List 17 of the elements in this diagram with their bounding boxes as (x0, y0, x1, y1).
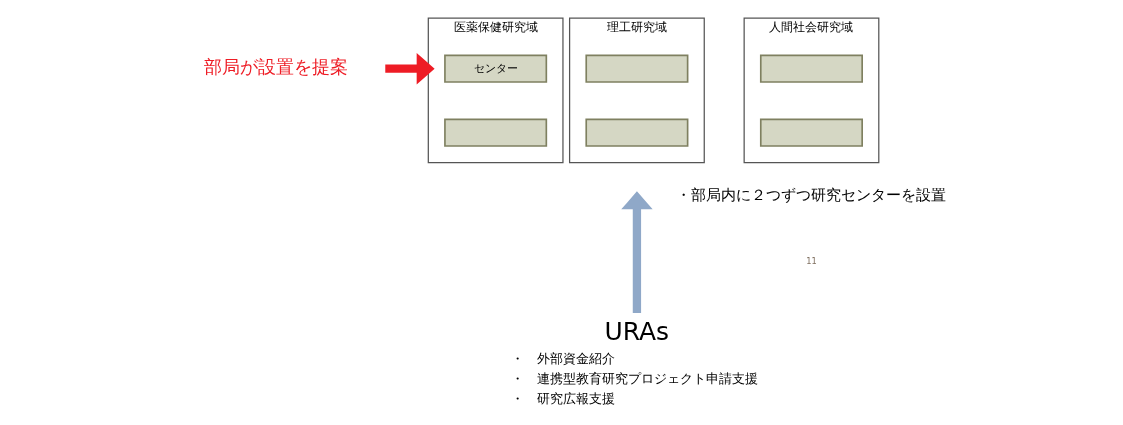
node-label: ・ 外部資金紹介 (510, 351, 615, 367)
node-box (585, 118, 689, 147)
node-text: 部局が設置を提案 (204, 56, 349, 78)
node-label: ・ 研究広報支援 (510, 391, 615, 407)
node-box (759, 118, 863, 147)
arrow (385, 53, 435, 85)
cluster: 理工研究域 (568, 17, 705, 164)
label: 11 (806, 256, 817, 267)
arrow (621, 191, 653, 313)
node-box (444, 118, 548, 147)
cluster: 人間社会研究域 (743, 17, 880, 164)
node-label: ・ 連携型教育研究プロジェクト申請支援 (510, 371, 758, 387)
node-box (759, 54, 863, 83)
node-box: センター (444, 54, 548, 83)
label: ・部局内に２つずつ研究センターを設置 (676, 186, 947, 205)
node-box (585, 54, 689, 83)
node-text: URAs (604, 317, 670, 347)
